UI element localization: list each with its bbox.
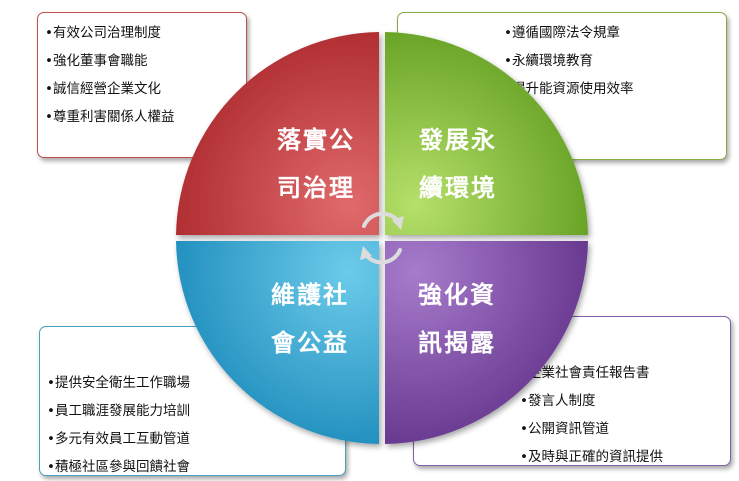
governance-label-line1: 落實公 — [277, 126, 355, 154]
quadrant-environment — [385, 32, 588, 235]
list-item: •強化董事會職能 — [45, 53, 148, 69]
environment-label-line2: 續環境 — [419, 174, 497, 202]
arrow-head-icon — [360, 246, 372, 260]
list-item: •多元有效員工互動管道 — [47, 431, 190, 447]
social-label-line1: 維護社 — [271, 281, 349, 309]
quadrant-governance — [176, 32, 379, 235]
list-item: •提供安全衛生工作職場 — [47, 375, 190, 391]
list-item: •誠信經營企業文化 — [45, 81, 161, 97]
list-item: •永續環境教育 — [504, 53, 593, 69]
list-item: •及時與正確的資訊提供 — [520, 449, 663, 465]
quadrant-social — [176, 241, 379, 444]
list-item: •提升能資源使用效率 — [504, 81, 634, 97]
disclosure-label-line2: 訊揭露 — [418, 329, 496, 357]
quadrant-disclosure — [385, 241, 588, 444]
disclosure-label-line1: 強化資 — [418, 281, 496, 309]
list-item: •發言人制度 — [520, 393, 596, 409]
arrow-head-icon — [392, 216, 404, 230]
list-item: •遵循國際法令規章 — [504, 25, 620, 41]
list-item: •積極社區參與回饋社會 — [47, 459, 190, 475]
cycle-arrows-icon — [362, 211, 402, 265]
list-item: •公開資訊管道 — [520, 421, 609, 437]
governance-details-box: •有效公司治理制度 •強化董事會職能 •誠信經營企業文化 •尊重利害關係人權益 — [37, 12, 247, 158]
list-item: •有效公司治理制度 — [45, 25, 161, 41]
list-item: •企業社會責任報告書 — [520, 365, 650, 381]
list-item: •員工職涯發展能力培訓 — [47, 403, 190, 419]
social-label-line2: 會公益 — [271, 329, 349, 357]
environment-label-line1: 發展永 — [418, 126, 497, 154]
list-item: •尊重利害關係人權益 — [45, 109, 175, 125]
governance-label-line2: 司治理 — [277, 174, 355, 202]
